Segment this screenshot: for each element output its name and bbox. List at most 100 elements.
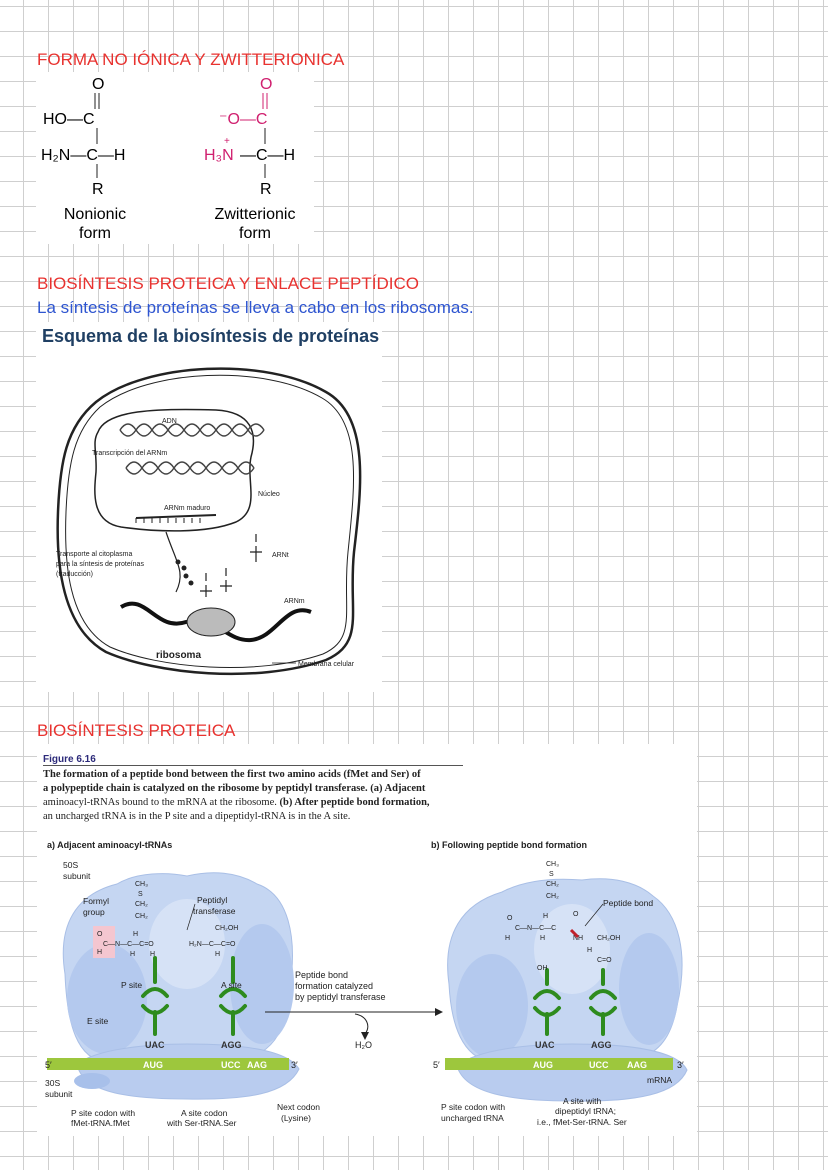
caption-line-4: an uncharged tRNA is in the P site and a… — [43, 811, 351, 822]
label-50s-subunit: subunit — [63, 871, 91, 881]
label-transferase: transferase — [193, 906, 236, 916]
label-membrana: Membrana celular — [298, 661, 355, 668]
panel-a-title: a) Adjacent aminoacyl-tRNAs — [47, 840, 172, 850]
trna-a — [141, 956, 247, 1036]
water-product: H₂O — [355, 1040, 372, 1050]
codon-a-1: AUG — [143, 1060, 163, 1070]
label-arnt: ARNt — [272, 552, 289, 559]
arrow-text-3: by peptidyl transferase — [295, 992, 386, 1002]
polypeptide-beads — [175, 559, 194, 586]
nonionic-r-group: R — [92, 181, 104, 198]
nonionic-row-amino: H₂N—C—H — [41, 147, 125, 164]
nonionic-row-carboxyl: HO—C — [43, 111, 95, 128]
three-prime-a: 3′ — [291, 1060, 298, 1070]
peptide-bond-mark — [569, 928, 580, 939]
svg-text:OH: OH — [537, 965, 548, 972]
label-a-codon: A site codon — [181, 1108, 228, 1118]
nonionic-label: Nonionic — [64, 206, 126, 223]
svg-text:O: O — [97, 931, 103, 938]
label-uncharged-trna: uncharged tRNA — [441, 1113, 504, 1123]
nonionic-label-form: form — [79, 225, 111, 242]
svg-text:C=O: C=O — [597, 957, 612, 964]
label-mrna: mRNA — [647, 1075, 672, 1085]
cell-diagram-svg: ADN Transcripción del ARNm Núcleo ARNm m… — [56, 367, 362, 676]
nonionic-structure: O HO—C H₂N—C—H R Nonionic form — [41, 76, 126, 242]
anticodon-a-1: UAC — [145, 1040, 165, 1050]
label-fmet-ser: i.e., fMet-Ser-tRNA. Ser — [537, 1117, 627, 1127]
trna-b — [533, 968, 617, 1036]
svg-text:H: H — [215, 951, 220, 958]
five-prime-a: 5′ — [45, 1060, 52, 1070]
caption-line-1: The formation of a peptide bond between … — [43, 769, 421, 780]
label-p-codon-trna: fMet-tRNA.fMet — [71, 1118, 130, 1128]
nucleus-outline — [94, 408, 255, 532]
label-p-codon-b: P site codon with — [441, 1102, 505, 1112]
ribosome-shape — [186, 607, 236, 637]
section-heading-forms: FORMA NO IÓNICA Y ZWITTERIONICA — [37, 50, 345, 69]
cell-membrane-inner — [65, 374, 355, 669]
figure-number: Figure 6.16 — [43, 754, 463, 766]
arrow-text-2: formation catalyzed — [295, 981, 373, 991]
label-transcripcion: Transcripción del ARNm — [92, 450, 167, 457]
section-heading-biosynthesis-peptide: BIOSÍNTESIS PROTEICA Y ENLACE PEPTÍDICO — [37, 274, 419, 293]
arrow-text-1: Peptide bond — [295, 970, 348, 980]
label-lysine: (Lysine) — [281, 1113, 311, 1123]
trna-shapes — [200, 534, 262, 597]
svg-text:CH₂: CH₂ — [546, 881, 559, 888]
zwitter-plus-charge: + — [224, 136, 230, 147]
caption-b-marker: (b) After peptide bond formation, — [279, 797, 430, 808]
svg-text:H: H — [540, 935, 545, 942]
label-50s: 50S — [63, 860, 78, 870]
mrna-bar-b — [445, 1058, 673, 1070]
amino-acid-forms-svg: O HO—C H₂N—C—H R Nonionic form O ⁻O—C + … — [41, 76, 295, 242]
svg-text:H: H — [133, 931, 138, 938]
mrna-bar-a — [47, 1058, 289, 1070]
label-30s: 30S — [45, 1078, 60, 1088]
label-transporte-2: para la síntesis de proteínas — [56, 561, 144, 568]
zwitter-ammonium: H₃N — [204, 147, 234, 164]
svg-text:H: H — [505, 935, 510, 942]
label-adn: ADN — [162, 418, 177, 425]
svg-text:CH₂: CH₂ — [135, 913, 148, 920]
peptide-bond-figure: Figure 6.16 The formation of a peptide b… — [37, 744, 697, 1136]
panel-b-title: b) Following peptide bond formation — [431, 840, 587, 850]
label-nucleo: Núcleo — [258, 491, 280, 498]
svg-text:O: O — [507, 915, 513, 922]
zwitter-row-carboxylate: ⁻O—C — [219, 111, 267, 128]
caption-a-marker: (a) Adjacent — [370, 783, 426, 794]
svg-text:CH₂OH: CH₂OH — [597, 935, 620, 942]
peptide-bond-svg: a) Adjacent aminoacyl-tRNAs b) Following… — [45, 840, 688, 1128]
codon-a-2: UCC — [221, 1060, 241, 1070]
zwitter-label-form: form — [239, 225, 271, 242]
section-heading-biosynthesis: BIOSÍNTESIS PROTEICA — [37, 721, 236, 740]
svg-text:CH₃: CH₃ — [546, 861, 559, 868]
svg-text:CH₂: CH₂ — [135, 901, 148, 908]
codon-a-3: AAG — [247, 1060, 267, 1070]
svg-text:CH₂: CH₂ — [546, 893, 559, 900]
label-arnm: ARNm — [284, 598, 305, 605]
svg-text:S: S — [138, 891, 143, 898]
zwitter-r-group: R — [260, 181, 272, 198]
zwitterionic-structure: O ⁻O—C + H₃N —C—H R Zwitterionic form — [204, 76, 295, 242]
zwitter-row-rest: —C—H — [240, 147, 295, 164]
label-formyl: Formyl — [83, 896, 109, 906]
label-p-site: P site — [121, 980, 142, 990]
label-next-codon: Next codon — [277, 1102, 320, 1112]
mature-mrna-strand — [135, 514, 217, 519]
svg-text:H: H — [543, 913, 548, 920]
svg-text:CH₂OH: CH₂OH — [215, 925, 238, 932]
formyl-group-box — [93, 926, 115, 958]
nonionic-oxygen: O — [92, 76, 104, 93]
svg-text:O: O — [573, 911, 579, 918]
label-dipeptidyl: dipeptidyl tRNA; — [555, 1106, 616, 1116]
transport-arrow — [165, 531, 181, 593]
label-peptidyl: Peptidyl — [197, 895, 227, 905]
svg-text:C—N—C—C=O: C—N—C—C=O — [103, 941, 154, 948]
label-a-site: A site — [221, 980, 242, 990]
label-transporte-3: (traducción) — [56, 571, 93, 578]
anticodon-a-2: AGG — [221, 1040, 242, 1050]
label-a-site-with: A site with — [563, 1096, 602, 1106]
svg-text:H: H — [97, 949, 102, 956]
